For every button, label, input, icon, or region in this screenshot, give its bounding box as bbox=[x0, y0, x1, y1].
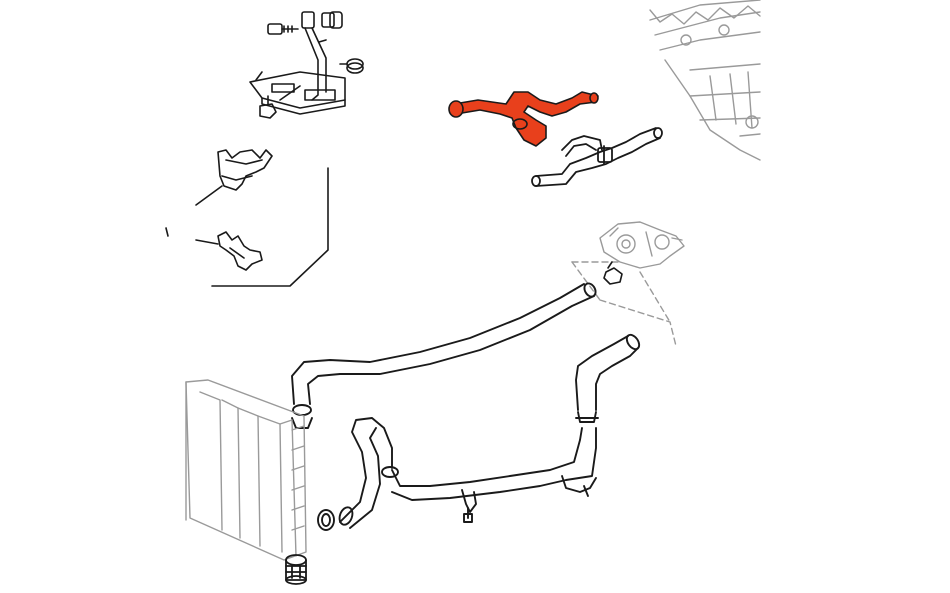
upper-hose-end-right bbox=[589, 92, 599, 104]
upper-hose-outline bbox=[453, 91, 599, 147]
radiator bbox=[185, 379, 307, 561]
engine-block bbox=[649, 0, 761, 161]
radiator-top-hose[interactable] bbox=[291, 281, 598, 429]
upper-coolant-hose[interactable] bbox=[448, 91, 599, 147]
pump-hose[interactable] bbox=[575, 333, 642, 423]
mounting-bracket[interactable] bbox=[249, 11, 364, 119]
lower-coolant-pipe[interactable] bbox=[317, 417, 597, 531]
upper-hose-port bbox=[512, 118, 528, 130]
radiator-cap[interactable] bbox=[285, 554, 307, 585]
pump-hose-clip bbox=[603, 261, 623, 285]
hose-clips[interactable] bbox=[165, 149, 329, 287]
upper-hose-end-left bbox=[448, 100, 464, 118]
bypass-pipe[interactable] bbox=[531, 127, 663, 187]
